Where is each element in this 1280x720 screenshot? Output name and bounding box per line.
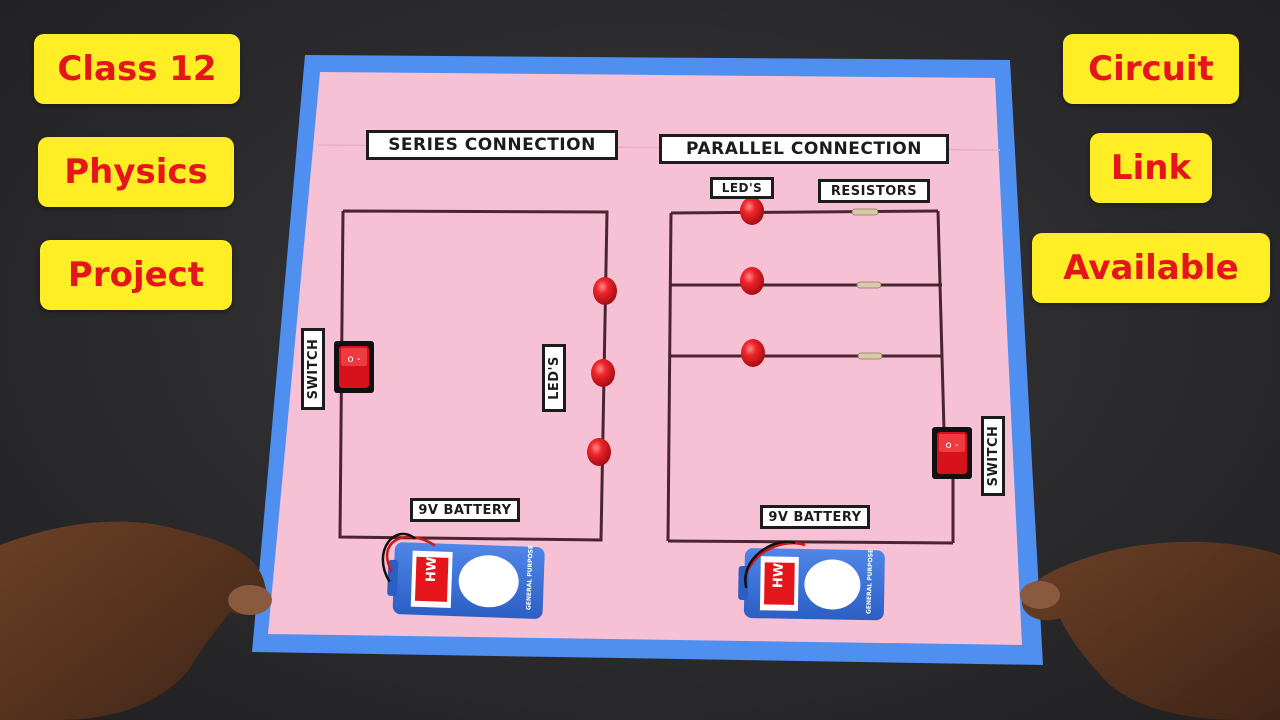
battery-right: [738, 540, 885, 621]
label-text: RESISTORS: [830, 183, 918, 199]
label-text: SERIES CONNECTION: [388, 135, 596, 155]
parallel-leds-label: LED'S: [710, 177, 774, 199]
badge-text: Circuit: [1088, 49, 1214, 89]
badge-physics: Physics: [38, 137, 234, 207]
badge-circuit: Circuit: [1063, 34, 1239, 104]
badge-text: Available: [1063, 248, 1239, 288]
parallel-led-3: [741, 339, 765, 367]
battery-brand-text: HW: [771, 562, 787, 589]
label-text: LED'S: [721, 181, 763, 195]
parallel-switch-label: SWITCH: [981, 416, 1005, 496]
parallel-led-2: [740, 267, 764, 295]
svg-text:o -: o -: [348, 354, 361, 365]
label-text: SWITCH: [305, 338, 321, 400]
badge-text: Link: [1110, 148, 1192, 188]
svg-text:o -: o -: [946, 440, 959, 451]
left-hand: [0, 521, 272, 720]
badge-class-12: Class 12: [34, 34, 240, 104]
series-led-1: [593, 277, 617, 305]
series-battery-label: 9V BATTERY: [410, 498, 520, 522]
series-circuit-wires: [338, 209, 609, 542]
battery-brand-text: HW: [424, 556, 440, 583]
badge-available: Available: [1032, 233, 1270, 303]
battery-left: [381, 532, 545, 619]
parallel-circuit-wires: [666, 209, 955, 545]
resistor-1: [851, 208, 879, 216]
label-text: 9V BATTERY: [418, 502, 512, 518]
right-hand: [1020, 541, 1280, 720]
badge-link: Link: [1090, 133, 1212, 203]
label-text: LED'S: [546, 356, 562, 400]
badge-text: Physics: [64, 152, 208, 192]
parallel-switch: o -: [932, 427, 972, 479]
series-switch-label: SWITCH: [301, 328, 325, 410]
series-leds-label: LED'S: [542, 344, 566, 412]
series-connection-title: SERIES CONNECTION: [366, 130, 618, 160]
badge-text: Class 12: [57, 49, 217, 89]
series-led-2: [591, 359, 615, 387]
parallel-led-1: [740, 197, 764, 225]
parallel-resistors-label: RESISTORS: [818, 179, 930, 203]
parallel-connection-title: PARALLEL CONNECTION: [659, 134, 949, 164]
resistor-3: [857, 352, 883, 360]
badge-text: Project: [67, 255, 205, 295]
battery-right-brand: HW: [771, 558, 787, 593]
series-switch: o -: [334, 341, 374, 393]
battery-left-brand: HW: [424, 552, 440, 587]
resistor-2: [856, 281, 882, 289]
parallel-battery-label: 9V BATTERY: [760, 505, 870, 529]
label-text: SWITCH: [985, 425, 1001, 487]
label-text: 9V BATTERY: [768, 509, 862, 525]
label-text: PARALLEL CONNECTION: [686, 139, 922, 159]
badge-project: Project: [40, 240, 232, 310]
series-led-3: [587, 438, 611, 466]
